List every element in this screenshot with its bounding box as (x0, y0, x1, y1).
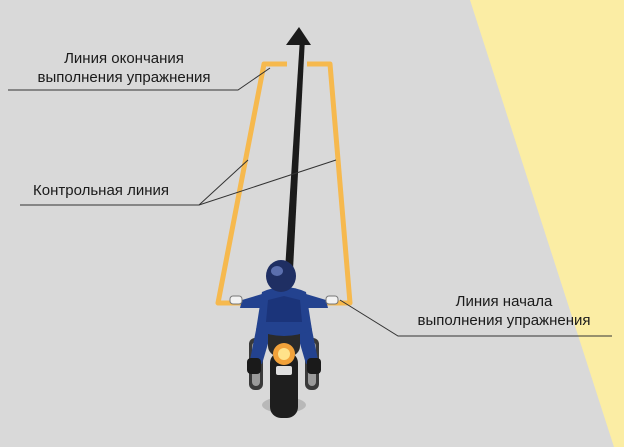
motorcycle-rider-icon (229, 260, 339, 418)
road-shoulder (470, 0, 624, 447)
finish-line-label-line2: выполнения упражнения (37, 69, 211, 86)
start-line-label-line1: Линия начала (455, 293, 553, 310)
control-line-label-text: Контрольная линия (33, 182, 169, 199)
start-leader (339, 299, 612, 337)
control-leader-right (198, 159, 337, 206)
leader-lines (8, 67, 612, 337)
start-line-label: Линия начала выполнения упражнения (398, 292, 610, 330)
finish-leader (8, 67, 271, 91)
finish-line-label-line1: Линия окончания (64, 50, 184, 67)
control-line-label: Контрольная линия (33, 181, 169, 200)
finish-line-label: Линия окончания выполнения упражнения (10, 49, 238, 87)
start-line-label-line2: выполнения упражнения (417, 312, 591, 329)
arrow-up-icon (285, 27, 311, 270)
